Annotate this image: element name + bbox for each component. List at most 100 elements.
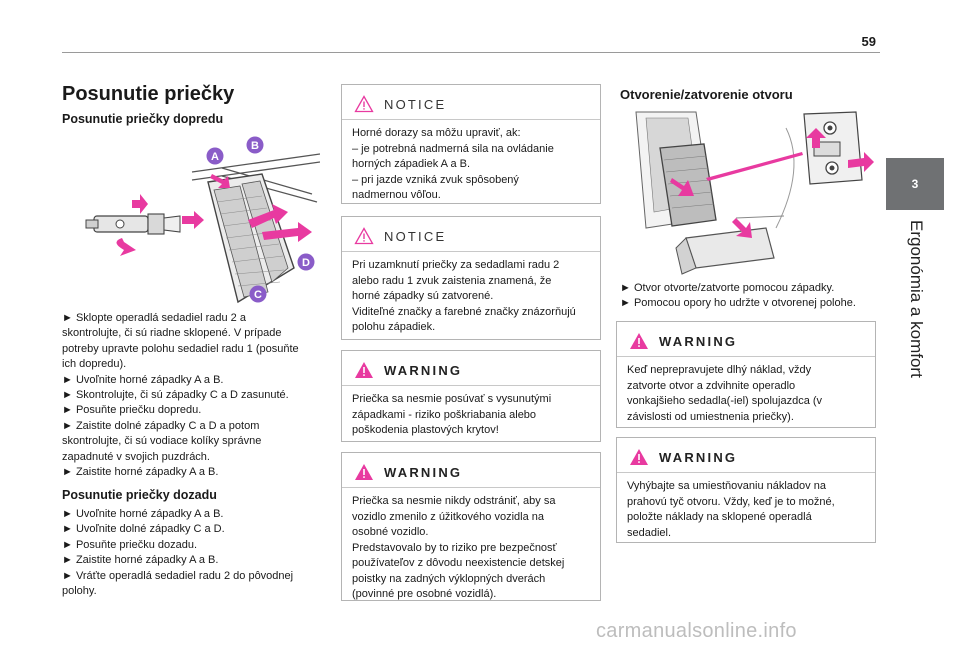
step-line: zapadnuté v svojich puzdrách.	[62, 450, 210, 463]
warning-box-1: WARNING Priečka sa nesmie posúvať s vysu…	[341, 350, 601, 442]
warning-divider	[342, 487, 600, 488]
notice-box-1: NOTICE Horné dorazy sa môžu upraviť, ak:…	[341, 84, 601, 204]
text-line: – je potrebná nadmerná sila na ovládanie	[352, 142, 554, 155]
text-line: Pri uzamknutí priečky za sedadlami radu …	[352, 259, 560, 271]
step-line: ► Vráťte operadlá sedadiel radu 2 do pôv…	[62, 569, 294, 582]
text-line: prahovú tyč otvoru. Vždy, keď je to možn…	[627, 495, 835, 508]
callout-b: B	[246, 136, 264, 154]
direction-arrows	[670, 128, 874, 238]
page-number: 59	[861, 34, 876, 49]
chapter-number-tab[interactable]: 3	[886, 158, 944, 210]
warning-title: WARNING	[384, 362, 463, 378]
text-line: používateľov z dôvodu neexistencie detsk…	[352, 557, 565, 569]
subsection-forward-title: Posunutie priečky dopredu	[62, 112, 224, 126]
text-line: Predstavovalo by to riziko pre bezpečnos…	[352, 541, 557, 554]
step-line: ► Uvoľnite horné západky A a B.	[62, 373, 224, 386]
forward-steps: ► Sklopte operadlá sedadiel radu 2 a sko…	[62, 311, 320, 480]
warning-text: Keď neprepravujete dlhý náklad, vždy zat…	[627, 363, 867, 425]
warning-divider	[617, 356, 875, 357]
watermark: carmanualsonline.info	[596, 620, 797, 642]
svg-text:B: B	[251, 140, 259, 152]
text-line: Viditeľné značky a farebné značky znázor…	[352, 305, 576, 318]
text-line: Keď neprepravujete dlhý náklad, vždy	[627, 364, 812, 376]
warning-triangle-icon	[355, 362, 373, 378]
notice-triangle-icon	[354, 227, 374, 245]
step-line: potreby upravte polohu sedadiel radu 1 (…	[62, 342, 299, 355]
step-line: ► Pomocou opory ho udržte v otvorenej po…	[620, 297, 856, 310]
warning-triangle-icon	[355, 464, 373, 480]
text-line: sedadiel.	[627, 526, 672, 539]
text-line: položte náklady na sklopené operadlá	[627, 511, 812, 523]
step-line: ► Zaistite dolné západky C a D a potom	[62, 419, 260, 432]
back-steps: ► Uvoľnite horné západky A a B. ► Uvoľni…	[62, 507, 320, 599]
warning-box-3: WARNING Keď neprepravujete dlhý náklad, …	[616, 321, 876, 428]
text-line: horných západiek A a B.	[352, 158, 471, 170]
notice-box-2: NOTICE Pri uzamknutí priečky za sedadlam…	[341, 216, 601, 340]
text-line: vonkajšieho sedadla(-iel) spolujazdca (v	[627, 395, 823, 407]
text-line: alebo radu 1 zvuk zaistenia znamená, že	[352, 274, 552, 287]
subsection-back-title: Posunutie priečky dozadu	[62, 488, 217, 502]
warning-divider	[342, 385, 600, 386]
warning-title: WARNING	[659, 449, 738, 465]
text-line: – pri jazde vzniká zvuk spôsobený	[352, 173, 519, 186]
step-line: skontrolujte, či sú vodiace kolíky správ…	[62, 435, 262, 448]
step-line: ► Uvoľnite horné západky A a B.	[62, 508, 224, 520]
callout-a: A	[206, 147, 224, 165]
step-line: ich dopredu).	[62, 358, 127, 371]
section-title: Posunutie priečky	[62, 83, 235, 105]
notice-divider	[342, 119, 600, 120]
step-line: ► Sklopte operadlá sedadiel radu 2 a	[62, 312, 246, 324]
svg-text:C: C	[254, 289, 262, 301]
step-line: ► Skontrolujte, či sú západky C a D zasu…	[62, 389, 289, 402]
notice-text: Horné dorazy sa môžu upraviť, ak: – je p…	[352, 126, 592, 204]
warning-box-4: WARNING Vyhýbajte sa umiestňovaniu nákla…	[616, 437, 876, 543]
warning-divider	[617, 472, 875, 473]
text-line: osobné vozidlo.	[352, 526, 429, 538]
warning-triangle-icon	[630, 449, 648, 465]
text-line: Priečka sa nesmie posúvať s vysunutými	[352, 393, 552, 405]
notice-title: NOTICE	[384, 228, 447, 244]
latch-mechanism	[85, 213, 181, 235]
step-line: ► Otvor otvorte/zatvorte pomocou západky…	[620, 282, 835, 294]
notice-title: NOTICE	[384, 96, 447, 112]
warning-text: Vyhýbajte sa umiestňovaniu nákladov na p…	[627, 479, 867, 541]
warning-text: Priečka sa nesmie nikdy odstrániť, aby s…	[352, 494, 592, 603]
text-line: závislosti od umiestnenia priečky).	[627, 410, 794, 423]
text-line: nadmernou vôľou.	[352, 189, 441, 201]
notice-triangle-icon	[354, 95, 374, 113]
svg-text:A: A	[211, 151, 219, 163]
text-line: západkami - riziko poškriabania alebo	[352, 408, 537, 421]
partition-panel	[207, 173, 295, 304]
text-line: zatvorte otvor a zdvihnite operadlo	[627, 379, 796, 392]
text-line: poškodenia plastových krytov!	[352, 424, 499, 436]
callout-d: D	[297, 253, 315, 271]
text-line: Vyhýbajte sa umiestňovaniu nákladov na	[627, 480, 826, 492]
warning-box-2: WARNING Priečka sa nesmie nikdy odstráni…	[341, 452, 601, 601]
text-line: polohu západiek.	[352, 321, 436, 333]
svg-text:D: D	[302, 257, 310, 269]
step-line: ► Zaistite horné západky A a B.	[62, 554, 219, 567]
chapter-sidebar: 3 Ergonómia a komfort	[886, 158, 944, 608]
warning-title: WARNING	[384, 464, 463, 480]
opening-hatch-illustration	[635, 111, 874, 275]
warning-title: WARNING	[659, 333, 738, 349]
step-line: ► Uvoľnite dolné západky C a D.	[62, 523, 225, 536]
step-line: ► Posuňte priečku dozadu.	[62, 538, 198, 551]
warning-triangle-icon	[630, 333, 648, 349]
partition-latches-illustration: A B D C	[85, 136, 320, 304]
notice-divider	[342, 251, 600, 252]
direction-arrows	[116, 174, 312, 256]
callout-c: C	[249, 285, 267, 303]
text-line: (povinné pre osobné vozidlá).	[352, 588, 497, 600]
notice-text: Pri uzamknutí priečky za sedadlami radu …	[352, 258, 592, 336]
text-line: Priečka sa nesmie nikdy odstrániť, aby s…	[352, 495, 556, 507]
warning-text: Priečka sa nesmie posúvať s vysunutými z…	[352, 392, 592, 439]
step-line: ► Posuňte priečku dopredu.	[62, 404, 202, 417]
text-line: poistky na zadných výklopných dverách	[352, 572, 546, 585]
header-rule	[62, 52, 880, 53]
latch-detail	[803, 111, 863, 185]
opening-steps: ► Otvor otvorte/zatvorte pomocou západky…	[620, 281, 876, 312]
chapter-title: Ergonómia a komfort	[907, 220, 926, 378]
step-line: skontrolujte, či sú riadne sklopené. V p…	[62, 327, 282, 340]
text-line: vozidlo zmenilo z úžitkového vozidla na	[352, 510, 544, 523]
